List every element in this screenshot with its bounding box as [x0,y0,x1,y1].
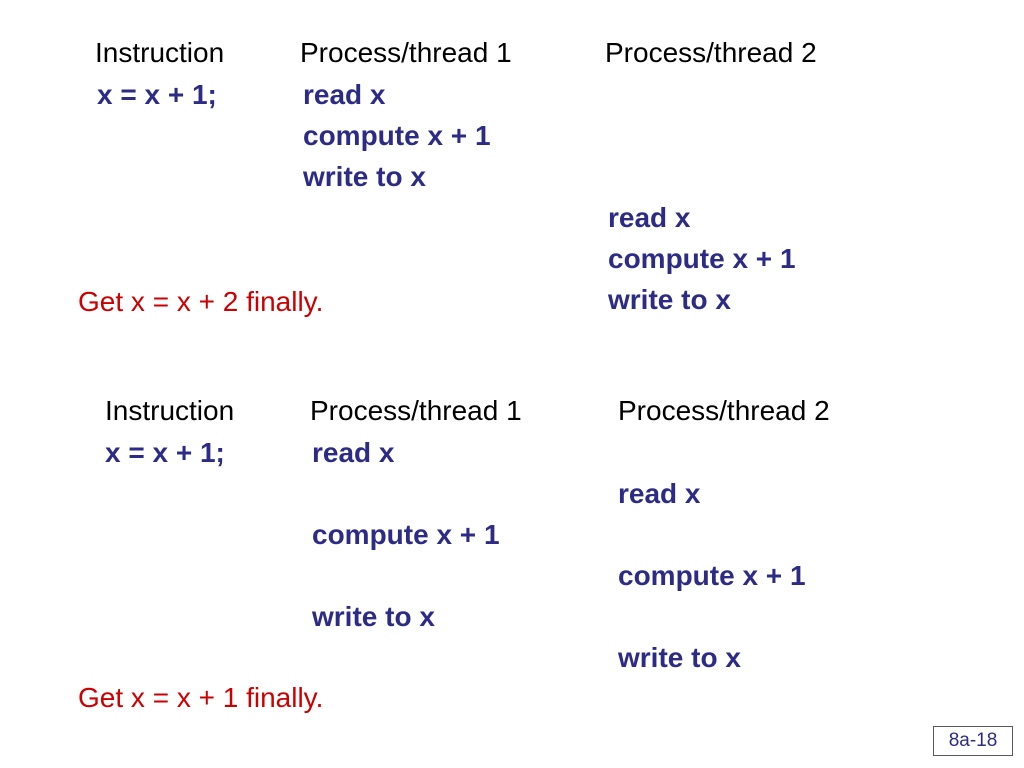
s1-result-text: Get x = x + 2 finally. [78,286,324,317]
s2-header-thread2: Process/thread 2 [618,395,830,426]
s2-thread1-step-write: write to x [312,601,435,632]
s1-thread2-step-write: write to x [608,284,731,315]
s2-header-thread1: Process/thread 1 [310,395,522,426]
s1-thread2-step-compute: compute x + 1 [608,243,796,274]
s1-thread2-step-read: read x [608,202,691,233]
page-number-box: 8a-18 [933,726,1013,756]
s1-instruction-code: x = x + 1; [97,79,217,110]
s2-thread2-step-compute: compute x + 1 [618,560,806,591]
page-number: 8a-18 [948,730,998,751]
s2-thread1-step-compute: compute x + 1 [312,519,500,550]
s1-header-instruction: Instruction [95,37,225,68]
s1-thread1-step-compute: compute x + 1 [303,120,491,151]
s2-thread1-step-read: read x [312,437,395,468]
s2-result-text: Get x = x + 1 finally. [78,682,324,713]
s1-header-thread1: Process/thread 1 [300,37,512,68]
s1-header-thread2: Process/thread 2 [605,37,817,68]
s2-thread2-step-write: write to x [618,642,741,673]
s2-header-instruction: Instruction [105,395,235,426]
s2-thread2-step-read: read x [618,478,701,509]
s1-thread1-step-write: write to x [303,161,426,192]
s1-thread1-step-read: read x [303,79,386,110]
s2-instruction-code: x = x + 1; [105,437,225,468]
